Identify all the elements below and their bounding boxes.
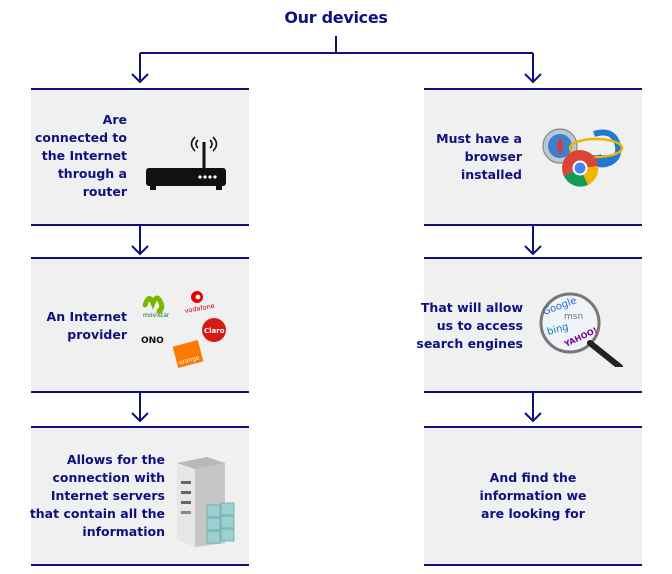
arrow-title-left xyxy=(131,53,149,84)
isp-logos-icon: movistar vodafone Claro ONO orange xyxy=(141,291,226,368)
svg-text:bing: bing xyxy=(546,322,570,338)
arrow-right-2-3 xyxy=(524,392,542,423)
search-engines-icon: Google msn bing YAHOO! xyxy=(539,292,623,367)
arrow-right-1-2 xyxy=(524,226,542,256)
svg-text:vodafone: vodafone xyxy=(184,302,215,315)
svg-text:movistar: movistar xyxy=(143,312,170,319)
browsers-icon xyxy=(542,128,624,187)
svg-text:ONO: ONO xyxy=(141,336,164,346)
router-icon xyxy=(146,136,226,190)
arrow-title-right xyxy=(524,53,542,84)
diagram-title: Our devices xyxy=(284,8,388,27)
svg-text:msn: msn xyxy=(564,312,583,322)
arrow-left-1-2 xyxy=(131,226,149,256)
svg-text:Claro: Claro xyxy=(204,327,225,335)
server-icon xyxy=(177,457,235,547)
arrow-left-2-3 xyxy=(131,392,149,423)
